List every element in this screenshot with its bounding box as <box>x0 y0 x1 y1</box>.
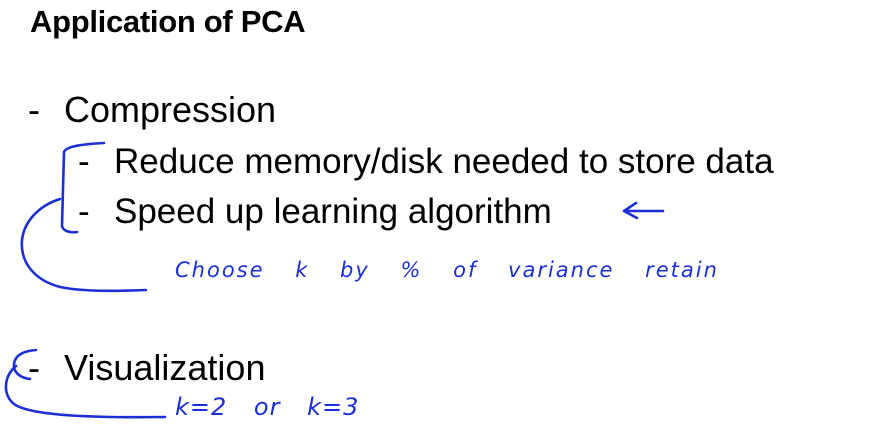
arrow-left-icon <box>622 201 665 220</box>
bullet-reduce-memory: -Reduce memory/disk needed to store data <box>78 140 774 184</box>
bullet-dash: - <box>78 192 90 231</box>
bullet-text: Reduce memory/disk needed to store data <box>114 142 774 181</box>
ink-bracket-compression <box>60 141 106 234</box>
bullet-speed-up: -Speed up learning algorithm <box>78 190 552 234</box>
bullet-visualization: -Visualization <box>28 346 265 390</box>
ink-curve-k <box>4 364 167 419</box>
handwritten-note-choose-k: Choose k by % of variance retain <box>175 258 719 282</box>
handwritten-note-k-values: k=2 or k=3 <box>175 393 360 421</box>
ink-bracket-visualization <box>12 348 38 381</box>
bullet-dash: - <box>78 142 90 181</box>
ink-curve-choose <box>20 197 148 293</box>
bullet-compression: -Compression <box>28 88 276 132</box>
slide-title: Application of PCA <box>30 4 306 39</box>
bullet-text: Visualization <box>64 347 266 388</box>
bullet-text: Speed up learning algorithm <box>114 192 552 231</box>
bullet-text: Compression <box>64 89 277 130</box>
bullet-dash: - <box>28 89 40 130</box>
bullet-dash: - <box>28 347 40 388</box>
